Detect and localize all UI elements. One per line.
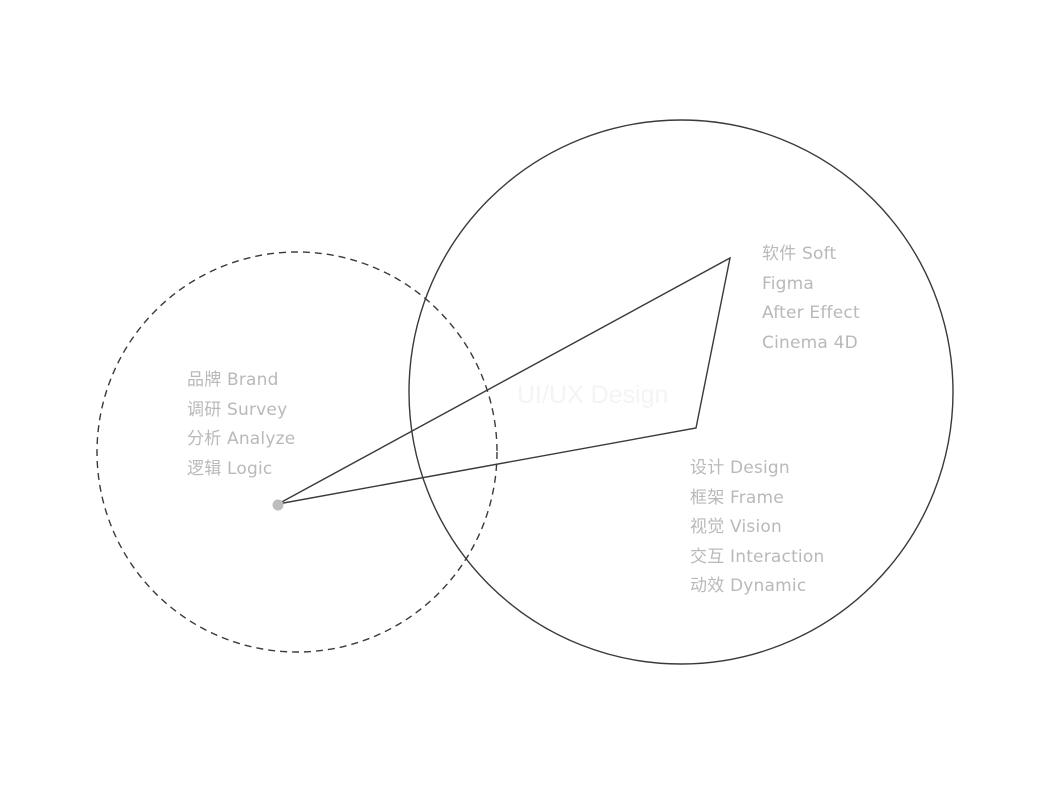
label-design: 设计 Design xyxy=(690,458,790,478)
label-cinema-4d: Cinema 4D xyxy=(762,332,858,353)
label-frame: 框架 Frame xyxy=(690,487,784,508)
label-after-effect: After Effect xyxy=(762,303,860,324)
center-title: UI/UX Design xyxy=(517,381,669,409)
label-analyze: 分析 Analyze xyxy=(187,429,296,450)
label-group-design: 设计 Design 框架 Frame 视觉 Vision 交互 Interact… xyxy=(690,454,824,602)
label-group-soft: 软件 Soft Figma After Effect Cinema 4D xyxy=(762,240,860,358)
label-logic: 逻辑 Logic xyxy=(187,458,273,479)
dashed-circle xyxy=(96,251,498,653)
label-interaction: 交互 Interaction xyxy=(690,546,825,567)
label-group-brand: 品牌 Brand 调研 Survey 分析 Analyze 逻辑 Logic xyxy=(187,366,295,484)
label-dynamic: 动效 Dynamic xyxy=(690,576,807,597)
label-soft: 软件 Soft xyxy=(762,244,837,264)
label-vision: 视觉 Vision xyxy=(690,517,782,538)
connector-triangle xyxy=(277,256,731,505)
label-figma: Figma xyxy=(762,273,815,294)
label-survey: 调研 Survey xyxy=(187,399,288,420)
solid-circle xyxy=(408,119,954,665)
origin-dot xyxy=(272,499,284,511)
label-brand: 品牌 Brand xyxy=(187,370,279,390)
